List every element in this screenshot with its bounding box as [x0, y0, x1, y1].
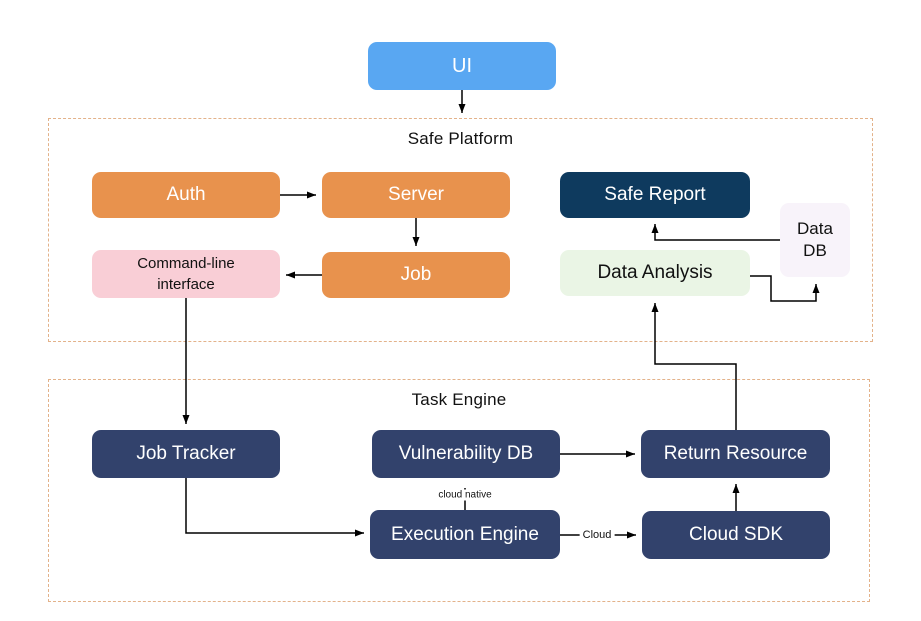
safe-platform-title: Safe Platform — [407, 129, 514, 148]
node-data-analysis[interactable]: Data Analysis — [560, 250, 750, 296]
task-engine-container: Task Engine — [48, 379, 870, 602]
node-server[interactable]: Server — [322, 172, 510, 218]
node-return-resource[interactable]: Return Resource — [641, 430, 830, 478]
node-ui[interactable]: UI — [368, 42, 556, 90]
node-job[interactable]: Job — [322, 252, 510, 298]
node-cloud-sdk[interactable]: Cloud SDK — [642, 511, 830, 559]
node-job-tracker[interactable]: Job Tracker — [92, 430, 280, 478]
node-execution-engine[interactable]: Execution Engine — [370, 510, 560, 559]
node-vulnerability-db[interactable]: Vulnerability DB — [372, 430, 560, 478]
node-safe-report[interactable]: Safe Report — [560, 172, 750, 218]
edge-label-cloud: Cloud — [579, 529, 615, 541]
edge-label-cloud-native: cloud native — [435, 489, 495, 501]
task-engine-title: Task Engine — [411, 390, 507, 409]
node-data-db[interactable]: Data DB — [780, 203, 850, 277]
node-command-line-interface[interactable]: Command-line interface — [92, 250, 280, 298]
safe-platform-container: Safe Platform — [48, 118, 873, 342]
node-auth[interactable]: Auth — [92, 172, 280, 218]
